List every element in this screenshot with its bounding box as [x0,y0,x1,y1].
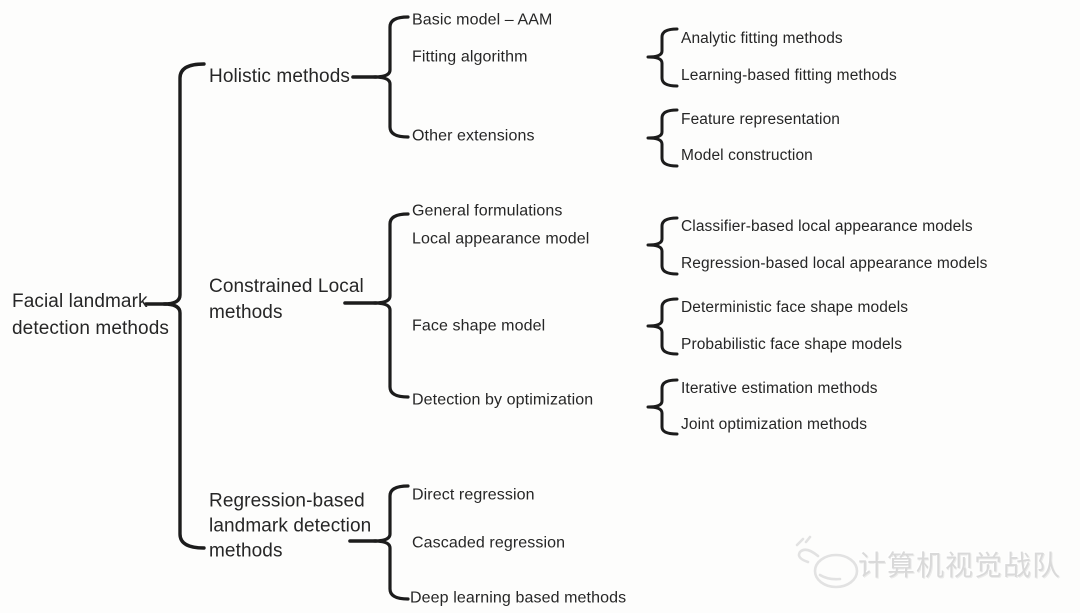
watermark-text: 计算机视觉战队 [858,550,1062,581]
node-general-formulations: General formulations [412,202,563,220]
node-joint-optimization-methods: Joint optimization methods [681,416,868,434]
brace-other-extensions [646,108,679,168]
node-detection-by-optimization: Detection by optimization [412,391,594,409]
brace-detection-by-optimization [646,378,679,436]
brace-holistic [372,15,410,139]
node-regression-based-landmark-detection-methods: Regression-based landmark detection meth… [209,490,372,562]
node-fitting-algorithm: Fitting algorithm [412,48,528,66]
brace-local-appearance-model [646,216,679,276]
node-local-appearance-model: Local appearance model [412,230,590,248]
node-iterative-estimation-methods: Iterative estimation methods [681,380,878,398]
node-model-construction: Model construction [681,147,813,165]
node-other-extensions: Other extensions [412,127,535,145]
node-direct-regression: Direct regression [412,486,535,504]
node-classifier-based-local-appearance-models: Classifier-based local appearance models [681,218,973,236]
watermark-logo-icon [795,535,859,589]
node-learning-based-fitting-methods: Learning-based fitting methods [681,67,897,85]
node-deep-learning-based-methods: Deep learning based methods [410,589,627,607]
node-cascaded-regression: Cascaded regression [412,534,566,552]
node-regression-based-local-appearance-models: Regression-based local appearance models [681,255,988,273]
node-holistic-methods: Holistic methods [209,65,350,87]
brace-fitting-algorithm [646,27,679,88]
brace-root [162,62,206,550]
node-constrained-local-methods: Constrained Local methods [209,276,364,323]
node-analytic-fitting-methods: Analytic fitting methods [681,30,843,48]
node-root-facial-landmark-detection-methods: Facial landmark detection methods [12,291,169,339]
node-probabilistic-face-shape-models: Probabilistic face shape models [681,336,903,354]
node-deterministic-face-shape-models: Deterministic face shape models [681,299,909,317]
brace-constrained-local [372,212,410,399]
brace-regression-based [372,484,410,601]
node-feature-representation: Feature representation [681,111,841,129]
node-face-shape-model: Face shape model [412,317,546,335]
brace-face-shape-model [646,297,679,356]
node-basic-model-aam: Basic model – AAM [412,11,553,29]
